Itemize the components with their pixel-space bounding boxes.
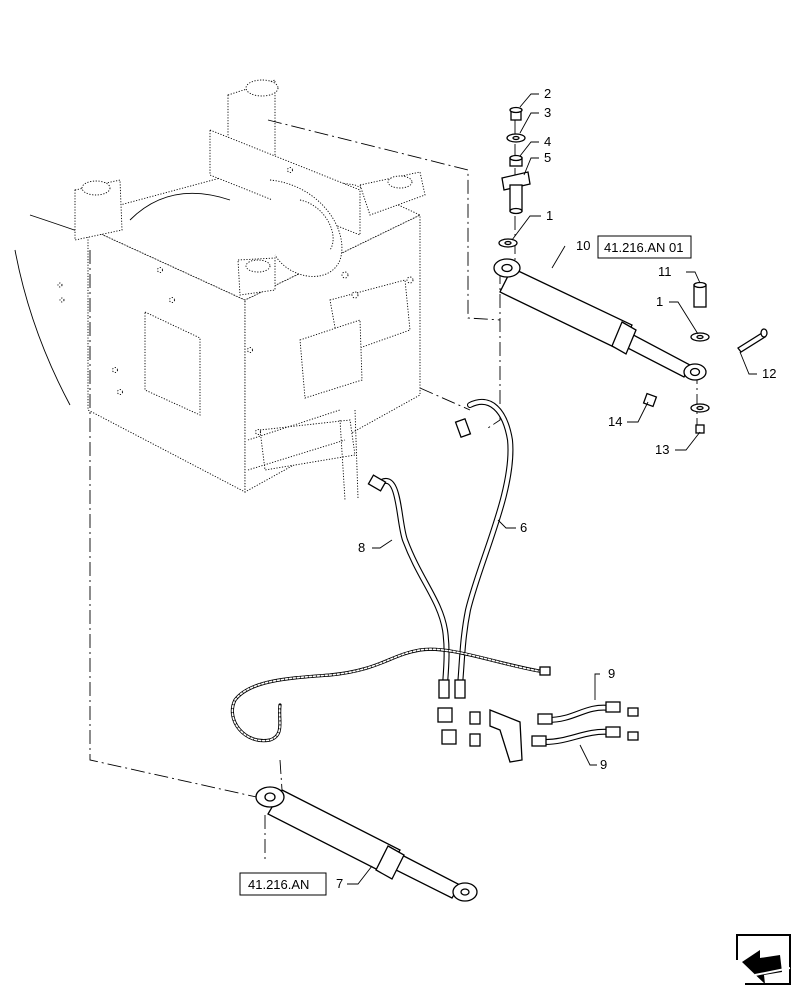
leader-lines [347, 93, 757, 885]
reference-upper-cylinder[interactable]: 41.216.AN 01 [597, 235, 692, 259]
rod-end-hardware [642, 281, 768, 434]
callout-5: 5 [544, 150, 551, 165]
callout-4: 4 [544, 134, 551, 149]
callout-3: 3 [544, 105, 551, 120]
callout-7: 7 [336, 876, 343, 891]
callout-10: 10 [576, 238, 590, 253]
view-direction-arrow-icon [736, 934, 791, 985]
loader-frame [14, 79, 426, 501]
reference-lower-cylinder-label: 41.216.AN [248, 877, 309, 892]
callout-14: 14 [608, 414, 622, 429]
callout-6: 6 [520, 520, 527, 535]
upper-cylinder [493, 258, 707, 381]
callout-1: 1 [656, 294, 663, 309]
callout-12: 12 [762, 366, 776, 381]
callout-11: 11 [658, 264, 672, 279]
reference-lower-cylinder[interactable]: 41.216.AN [239, 872, 327, 896]
hydraulic-hoses [230, 398, 639, 763]
callout-2: 2 [544, 86, 551, 101]
lower-cylinder [255, 786, 478, 902]
callout-1: 1 [546, 208, 553, 223]
callout-13: 13 [655, 442, 669, 457]
reference-upper-cylinder-label: 41.216.AN 01 [604, 240, 684, 255]
assembly-centerlines [89, 119, 698, 860]
callout-8: 8 [358, 540, 365, 555]
upper-pin-hardware [498, 106, 531, 248]
callouts: 2 3 4 5 1 10 11 1 12 14 13 6 8 9 9 7 [336, 86, 776, 891]
callout-9: 9 [600, 757, 607, 772]
callout-9: 9 [608, 666, 615, 681]
